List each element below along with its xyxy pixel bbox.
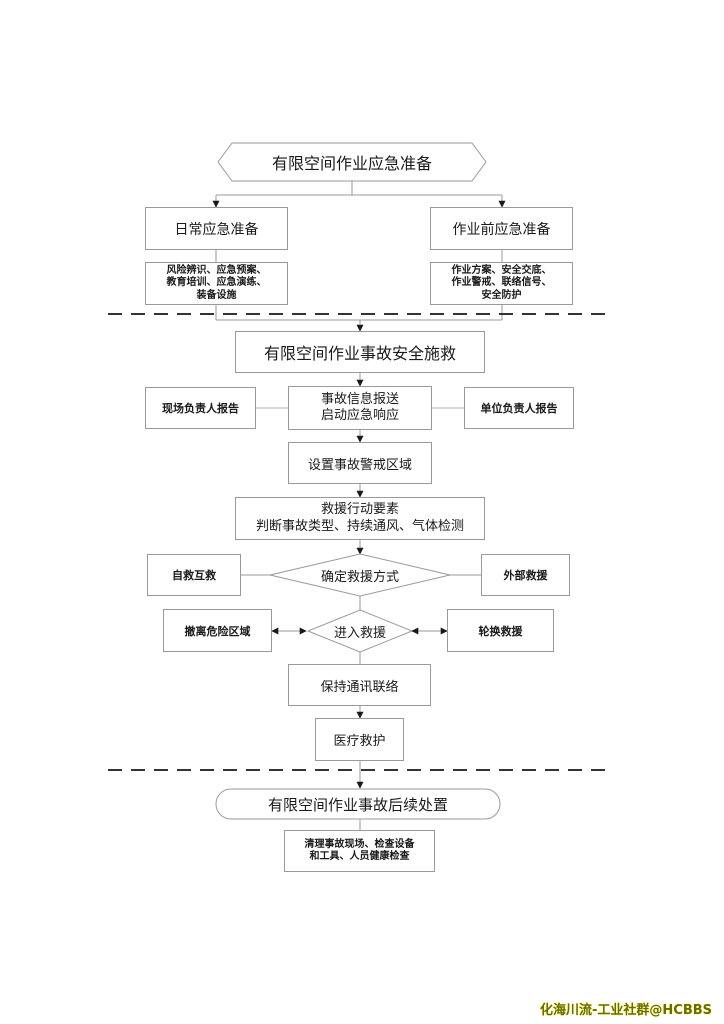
medical-box: 医疗救护 [315, 718, 404, 761]
warning-zone-box: 设置事故警戒区域 [288, 442, 432, 484]
watermark: 化海川流-工业社群@HCBBS [540, 1003, 712, 1018]
rescue-elements-line: 判断事故类型、持续通风、气体检测 [255, 518, 464, 534]
rotation-rescue-box: 轮换救援 [447, 609, 554, 652]
external-rescue-box: 外部救援 [481, 554, 570, 596]
followup-title: 有限空间作业事故后续处置 [267, 795, 448, 814]
rescue-elements-line: 救援行动要素 [320, 502, 399, 518]
incident-report-box: 事故信息报送 启动应急响应 [288, 386, 432, 430]
self-rescue: 自救互救 [172, 569, 216, 582]
detail-line: 安全防护 [481, 289, 522, 301]
unit-leader-report-box: 单位负责人报告 [464, 387, 574, 429]
medical-aid: 医疗救护 [333, 734, 386, 749]
detail-line: 教育培训、应急演练、 [166, 277, 267, 289]
followup-detail-line: 和工具、人员健康检查 [309, 851, 410, 862]
prejob-preparation-details: 作业方案、安全交底、 作业警戒、联络信号、 安全防护 [430, 262, 573, 305]
followup-detail-line: 清理事故现场、检查设备 [304, 838, 415, 850]
detail-line: 装备设施 [196, 289, 237, 301]
prejob-preparation-title: 作业前应急准备 [452, 221, 551, 238]
self-rescue-box: 自救互救 [147, 554, 241, 596]
evacuate-box: 撤离危险区域 [163, 609, 272, 652]
report-line: 启动应急响应 [320, 408, 399, 423]
daily-preparation-title: 日常应急准备 [174, 221, 259, 238]
rescue-title: 有限空间作业事故安全施救 [263, 344, 456, 363]
keep-communication: 保持通讯联络 [320, 679, 399, 695]
warning-zone: 设置事故警戒区域 [307, 457, 412, 473]
evacuate-danger-zone: 撤离危险区域 [184, 624, 251, 638]
followup-details-box: 清理事故现场、检查设备 和工具、人员健康检查 [284, 830, 435, 872]
enter-rescue: 进入救援 [333, 625, 386, 641]
followup-rounded-shape [215, 788, 501, 820]
detail-line: 作业警戒、联络信号、 [451, 277, 552, 289]
detail-line: 风险辨识、应急预案、 [166, 264, 267, 276]
prejob-preparation-box: 作业前应急准备 [430, 207, 573, 250]
rescue-title-box: 有限空间作业事故安全施救 [235, 331, 485, 373]
daily-preparation-details: 风险辨识、应急预案、 教育培训、应急演练、 装备设施 [145, 262, 288, 305]
unit-leader-report: 单位负责人报告 [480, 402, 558, 415]
decide-rescue-method: 确定救援方式 [320, 569, 399, 585]
rotation-rescue: 轮换救援 [478, 624, 523, 638]
external-rescue: 外部救援 [503, 569, 548, 582]
daily-preparation-box: 日常应急准备 [145, 207, 288, 250]
site-leader-report: 现场负责人报告 [162, 402, 239, 415]
communication-box: 保持通讯联络 [288, 664, 431, 706]
site-leader-report-box: 现场负责人报告 [145, 387, 256, 429]
emergency-preparation-title: 有限空间作业应急准备 [271, 154, 432, 173]
rescue-elements-box: 救援行动要素 判断事故类型、持续通风、气体检测 [235, 497, 485, 540]
hexagon-title-shape [217, 142, 487, 182]
report-line: 事故信息报送 [320, 391, 399, 407]
detail-line: 作业方案、安全交底、 [451, 264, 552, 276]
